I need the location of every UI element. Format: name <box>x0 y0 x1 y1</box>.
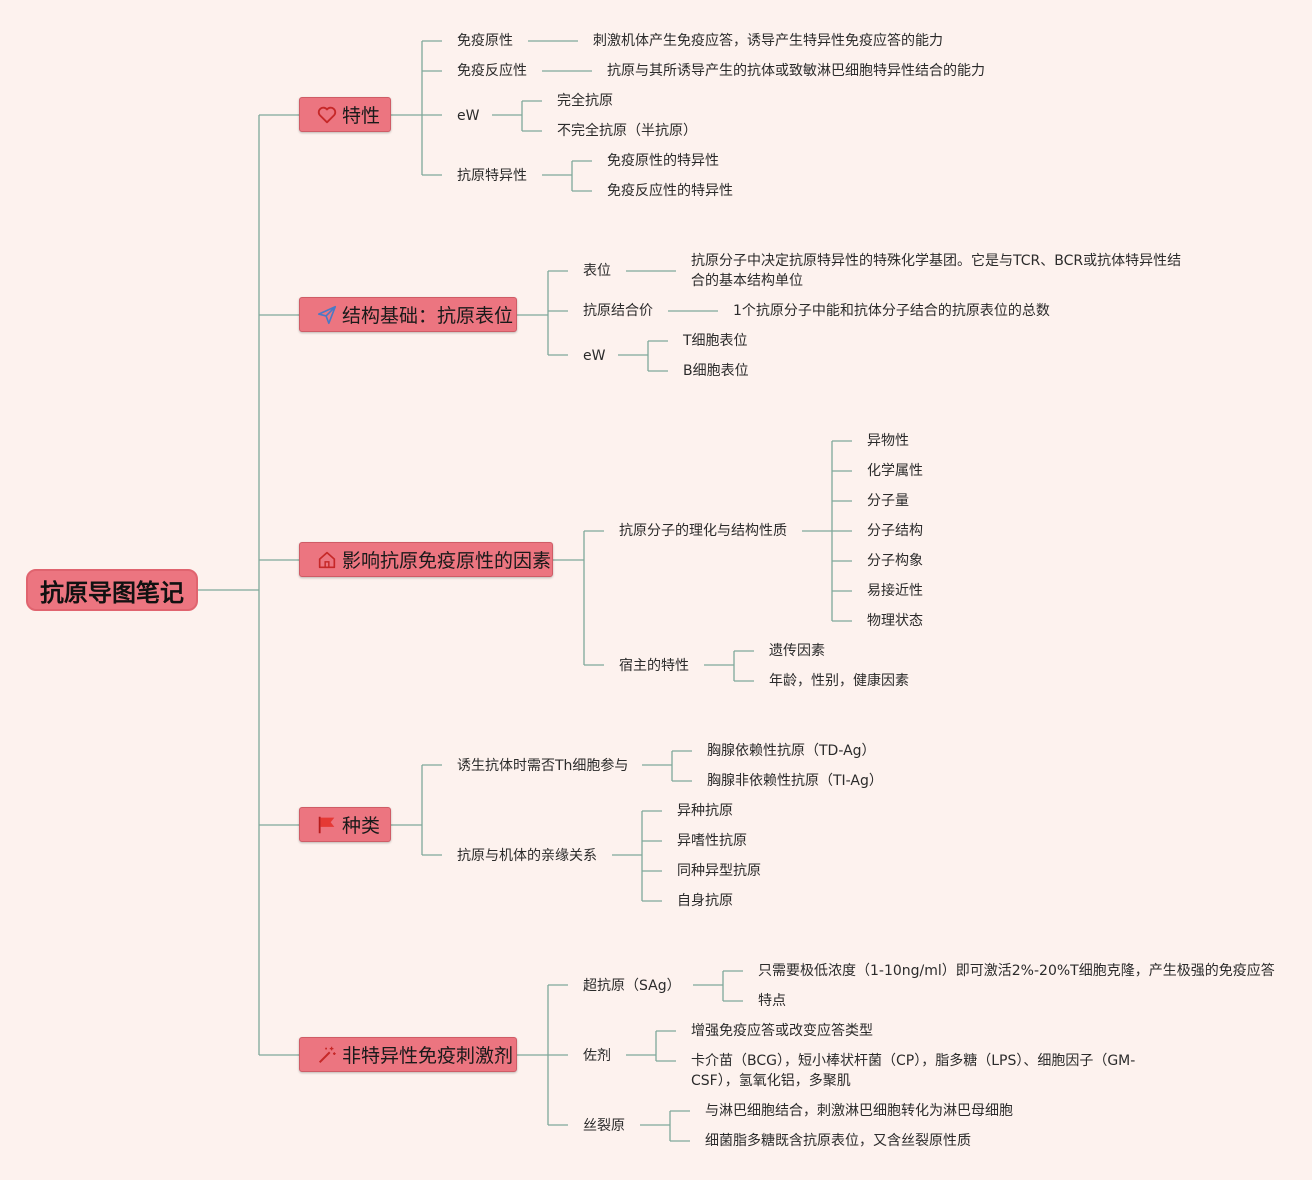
subtopic-node[interactable]: 抗原结合价 <box>583 303 653 319</box>
leaf-node[interactable]: 不完全抗原（半抗原） <box>557 123 697 139</box>
magic-wand-icon <box>316 1044 338 1066</box>
branch-structure[interactable]: 结构基础：抗原表位 <box>299 297 517 332</box>
leaf-node[interactable]: 物理状态 <box>867 613 923 629</box>
leaf-node[interactable]: 分子量 <box>867 493 909 509</box>
leaf-node[interactable]: 增强免疫应答或改变应答类型 <box>691 1023 873 1039</box>
house-icon <box>316 549 338 571</box>
leaf-node[interactable]: T细胞表位 <box>683 333 748 349</box>
leaf-node[interactable]: 化学属性 <box>867 463 923 479</box>
leaf-node[interactable]: B细胞表位 <box>683 363 749 379</box>
subtopic-node[interactable]: 抗原特异性 <box>457 168 527 184</box>
leaf-node[interactable]: 卡介苗（BCG），短小棒状杆菌（CP），脂多糖（LPS）、细胞因子（GM-CSF… <box>691 1053 1136 1089</box>
subtopic-node[interactable]: 表位 <box>583 263 611 279</box>
subtopic-node[interactable]: 免疫原性 <box>457 33 513 49</box>
leaf-node[interactable]: 自身抗原 <box>677 893 733 909</box>
branch-types[interactable]: 种类 <box>299 807 391 842</box>
branch-label: 特性 <box>342 105 381 127</box>
leaf-node[interactable]: 分子构象 <box>867 553 923 569</box>
leaf-node[interactable]: 异嗜性抗原 <box>677 833 747 849</box>
leaf-node[interactable]: 胸腺依赖性抗原（TD-Ag） <box>707 743 876 759</box>
subtopic-node[interactable]: 抗原分子的理化与结构性质 <box>619 523 787 539</box>
branch-traits[interactable]: 特性 <box>299 97 391 132</box>
leaf-node[interactable]: 异物性 <box>867 433 909 449</box>
branch-label: 种类 <box>342 815 381 837</box>
leaf-node[interactable]: 胸腺非依赖性抗原（TI-Ag） <box>707 773 883 789</box>
leaf-node[interactable]: 同种异型抗原 <box>677 863 761 879</box>
leaf-node[interactable]: 免疫原性的特异性 <box>607 153 719 169</box>
branch-label: 结构基础：抗原表位 <box>342 305 514 327</box>
heart-icon <box>316 104 338 126</box>
leaf-node[interactable]: 年龄，性别，健康因素 <box>769 673 909 689</box>
leaf-node[interactable]: 分子结构 <box>867 523 923 539</box>
flag-icon <box>316 814 338 836</box>
leaf-node[interactable]: 与淋巴细胞结合，刺激淋巴细胞转化为淋巴母细胞 <box>705 1103 1013 1119</box>
subtopic-node[interactable]: 佐剂 <box>583 1048 611 1064</box>
root-node[interactable]: 抗原导图笔记 <box>26 569 198 611</box>
subtopic-node[interactable]: 免疫反应性 <box>457 63 527 79</box>
branch-label: 影响抗原免疫原性的因素 <box>342 550 552 572</box>
subtopic-node[interactable]: 丝裂原 <box>583 1118 625 1134</box>
subtopic-node[interactable]: 抗原与机体的亲缘关系 <box>457 848 597 864</box>
leaf-node[interactable]: 抗原与其所诱导产生的抗体或致敏淋巴细胞特异性结合的能力 <box>607 63 985 79</box>
leaf-node[interactable]: 完全抗原 <box>557 93 613 109</box>
branch-stimulants[interactable]: 非特异性免疫刺激剂 <box>299 1037 517 1072</box>
leaf-node[interactable]: 遗传因素 <box>769 643 825 659</box>
leaf-node[interactable]: 免疫反应性的特异性 <box>607 183 733 199</box>
subtopic-node[interactable]: 超抗原（SAg） <box>583 978 681 994</box>
leaf-node[interactable]: 易接近性 <box>867 583 923 599</box>
paper-plane-icon <box>316 304 338 326</box>
subtopic-node[interactable]: eW <box>583 348 606 364</box>
leaf-node[interactable]: 细菌脂多糖既含抗原表位，又含丝裂原性质 <box>705 1133 971 1149</box>
leaf-node[interactable]: 只需要极低浓度（1-10ng/ml）即可激活2%-20%T细胞克隆，产生极强的免… <box>758 963 1275 979</box>
subtopic-node[interactable]: 宿主的特性 <box>619 658 689 674</box>
subtopic-node[interactable]: eW <box>457 108 480 124</box>
leaf-node[interactable]: 1个抗原分子中能和抗体分子结合的抗原表位的总数 <box>733 303 1050 319</box>
branch-label: 非特异性免疫刺激剂 <box>342 1045 514 1067</box>
branch-factors[interactable]: 影响抗原免疫原性的因素 <box>299 542 553 577</box>
subtopic-node[interactable]: 诱生抗体时需否Th细胞参与 <box>457 758 629 774</box>
leaf-node[interactable]: 异种抗原 <box>677 803 733 819</box>
leaf-node[interactable]: 刺激机体产生免疫应答，诱导产生特异性免疫应答的能力 <box>593 33 943 49</box>
leaf-node[interactable]: 特点 <box>758 993 786 1009</box>
leaf-node[interactable]: 抗原分子中决定抗原特异性的特殊化学基团。它是与TCR、BCR或抗体特异性结合的基… <box>691 253 1182 289</box>
